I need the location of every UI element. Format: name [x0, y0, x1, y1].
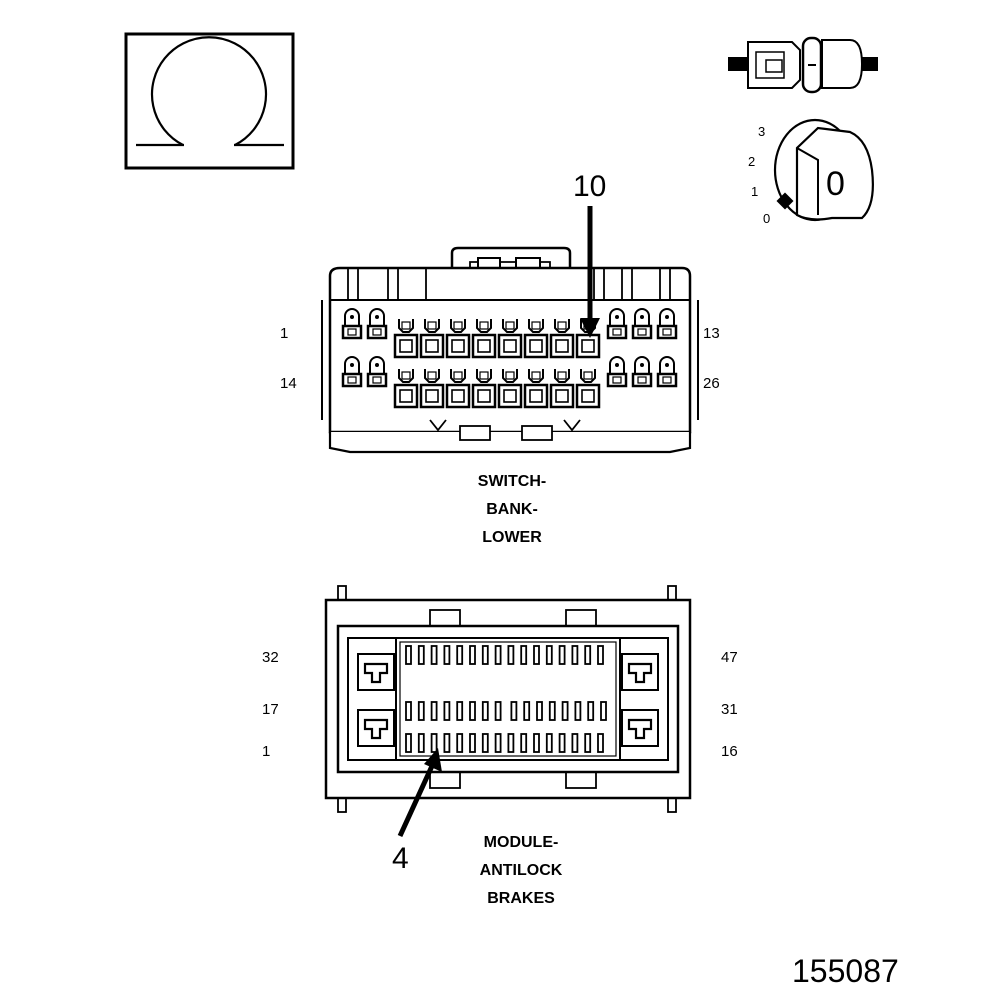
switch-bank-pin-13-label: 13	[703, 325, 720, 342]
abs-pin-slot	[597, 645, 604, 665]
abs-module-label-line-1: MODULE-	[484, 834, 559, 851]
abs-pin-slot	[536, 701, 543, 721]
abs-pin-slot	[405, 701, 412, 721]
abs-pin-slot	[507, 733, 515, 753]
abs-module-label-line-2: ANTILOCK	[480, 862, 563, 879]
abs-pin-slot	[571, 733, 579, 753]
abs-pin-slot	[597, 733, 604, 753]
abs-pin-slot	[571, 645, 579, 665]
abs-pin-slot	[430, 733, 438, 753]
abs-pin-slot	[548, 701, 556, 721]
callout-arrow-10	[580, 206, 600, 338]
abs-pin-slot	[481, 645, 489, 665]
abs-pin-slot	[494, 733, 502, 753]
abs-pin-slot	[510, 701, 518, 721]
switch-bank-label-line-1: SWITCH-	[478, 473, 546, 490]
abs-pin-slot	[443, 701, 451, 721]
abs-pin-slot	[494, 701, 502, 721]
ohm-icon	[136, 36, 284, 147]
abs-pin-slot	[417, 733, 425, 753]
abs-pin-slot	[417, 645, 425, 665]
abs-pin-slot	[561, 701, 569, 721]
abs-pin-slot	[533, 733, 540, 753]
abs-pin-slot	[545, 645, 553, 665]
abs-pin-slot	[456, 733, 464, 753]
abs-pin-31-label: 31	[721, 701, 738, 718]
switch-bank-callout: 10	[573, 170, 606, 203]
abs-module-connector: 32 17 1 47 31 16 4 MODULE- ANTILOCK BRAK…	[262, 585, 738, 907]
abs-pin-slot	[584, 733, 592, 753]
ignition-switch-icon: 3 2 1 0 0	[748, 118, 874, 226]
abs-pin-slot	[443, 645, 451, 665]
abs-pin-slot	[494, 645, 502, 665]
abs-pin-slot	[405, 645, 412, 665]
abs-pin-slot	[469, 701, 476, 721]
abs-pin-slot	[584, 645, 592, 665]
abs-module-pin-slots	[405, 645, 607, 753]
switch-bank-pin-14-label: 14	[280, 375, 297, 392]
ohm-legend	[124, 32, 295, 170]
abs-pin-slot	[587, 701, 595, 721]
ignition-key-label: 0	[826, 165, 845, 203]
abs-pin-slot	[456, 701, 464, 721]
ignition-position-2: 2	[748, 154, 755, 169]
switch-bank-pin-1-label: 1	[280, 325, 288, 342]
figure-number: 155087	[792, 953, 899, 989]
abs-pin-slot	[417, 701, 425, 721]
abs-pin-slot	[481, 701, 489, 721]
abs-pin-slot	[520, 645, 528, 665]
ignition-position-3: 3	[758, 124, 765, 139]
callout-arrow-4	[397, 748, 442, 838]
abs-pin-1-label: 1	[262, 743, 270, 760]
switch-bank-pin-26-label: 26	[703, 375, 720, 392]
abs-pin-32-label: 32	[262, 649, 279, 666]
switch-bank-label-line-3: LOWER	[482, 529, 542, 546]
abs-pin-17-label: 17	[262, 701, 279, 718]
abs-pin-slot	[523, 701, 531, 721]
abs-pin-slot	[533, 645, 540, 665]
abs-pin-slot	[600, 701, 607, 721]
abs-pin-slot	[469, 645, 476, 665]
abs-module-callout: 4	[392, 842, 409, 875]
abs-pin-slot	[545, 733, 553, 753]
abs-pin-16-label: 16	[721, 743, 738, 760]
abs-pin-slot	[469, 733, 476, 753]
abs-pin-slot	[507, 645, 515, 665]
abs-pin-slot	[481, 733, 489, 753]
abs-pin-slot	[558, 645, 566, 665]
ignition-position-0: 0	[763, 211, 770, 226]
abs-pin-slot	[456, 645, 464, 665]
abs-pin-slot	[574, 701, 582, 721]
switch-bank-label-line-2: BANK-	[486, 501, 538, 518]
abs-pin-47-label: 47	[721, 649, 738, 666]
abs-pin-slot	[430, 645, 438, 665]
abs-module-label-line-3: BRAKES	[487, 890, 555, 907]
abs-pin-slot	[558, 733, 566, 753]
abs-pin-slot	[430, 701, 438, 721]
abs-pin-slot	[520, 733, 528, 753]
switch-bank-connector: 1 13 14 26 10 SWITCH- BANK- LOWER	[280, 170, 720, 546]
connector-plug-icon	[728, 36, 878, 94]
abs-pin-slot	[443, 733, 451, 753]
ignition-position-1: 1	[751, 184, 758, 199]
abs-pin-slot	[405, 733, 412, 753]
